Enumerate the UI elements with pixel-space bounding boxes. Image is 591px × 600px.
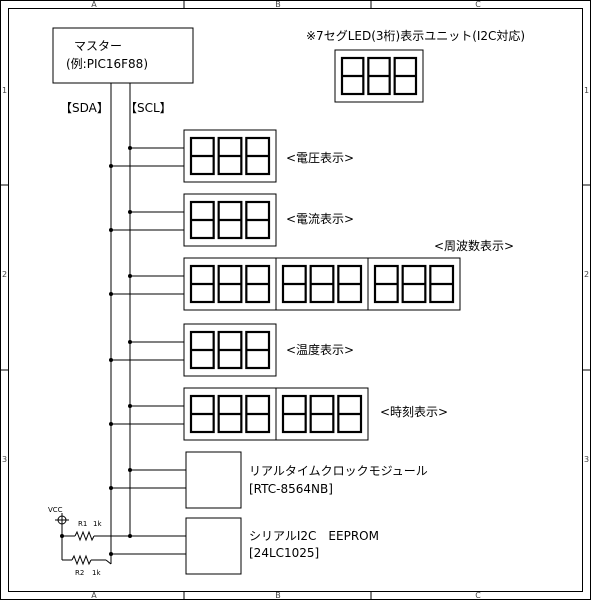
column-label-b-bottom: B [275,591,281,600]
sda-label: 【SDA】 [60,101,109,115]
column-label-a-top: A [91,0,97,9]
seven-segment-digit [309,264,335,304]
column-label-c-bottom: C [475,591,481,600]
scl-junction [128,340,132,344]
rtc-module-box [185,451,242,509]
master-example: (例:PIC16F88) [66,57,148,71]
r2-value: 1k [92,569,101,577]
row-label-1-right: 1 [584,86,589,95]
master-box [52,27,194,84]
r1-resistor [74,530,95,542]
column-label-b-top: B [275,0,281,9]
seven-segment-digit [337,394,363,434]
r1-ref: R1 [78,520,87,528]
sda-junction [109,422,113,426]
voltage-display-unit [183,129,277,183]
inner-frame [8,8,583,592]
seven-segment-digit [217,264,243,304]
row-label-3-left: 3 [2,455,7,464]
legend-led-unit [334,49,424,103]
frequency-display-unit [275,257,369,311]
label-frequency-display: <周波数表示> [434,238,514,253]
row-label-1-left: 1 [2,86,7,95]
seven-segment-digit [309,394,335,434]
seven-segment-digit [189,330,215,370]
column-label-c-top: C [475,0,481,9]
seven-segment-digit [245,200,271,240]
seven-segment-digit [217,394,243,434]
row-label-2-right: 2 [584,270,589,279]
r2-resistor [71,554,92,566]
sda-junction [109,164,113,168]
time-display-unit [183,387,277,441]
eeprom-name: シリアルI2C EEPROM [249,529,379,543]
seven-segment-digit [245,136,271,176]
sda-junction [109,228,113,232]
sda-junction [109,358,113,362]
seven-segment-digit [217,330,243,370]
scl-junction [128,468,132,472]
seven-segment-digit [245,330,271,370]
seven-segment-digit [189,200,215,240]
seven-segment-digit [367,56,391,96]
vcc-label: VCC [48,506,63,514]
label-voltage-display: <電圧表示> [286,151,354,165]
seven-segment-digit [217,136,243,176]
legend-digit-group [334,49,424,103]
current-display-unit [183,193,277,247]
row-label-3-right: 3 [584,455,589,464]
scl-junction [128,210,132,214]
row-label-2-left: 2 [2,270,7,279]
frequency-display-unit [183,257,277,311]
eeprom-box [185,517,242,575]
sda-junction [109,486,113,490]
seven-segment-digit [281,264,307,304]
seven-segment-digit [189,394,215,434]
seven-segment-digit [217,200,243,240]
seven-segment-digit [340,56,365,96]
master-name: マスター [74,39,122,53]
pullup-network [55,513,130,566]
scl-junction [128,146,132,150]
label-temperature-display: <温度表示> [286,342,354,357]
sda-junction [109,552,113,556]
scl-junction [128,404,132,408]
r1-value: 1k [93,520,102,528]
seven-segment-digit [245,264,271,304]
seven-segment-digit [337,264,363,304]
label-time-display: <時刻表示> [380,405,448,419]
unit-title: ※7セグLED(3桁)表示ユニット(I2C対応) [306,29,525,43]
label-current-display: <電流表示> [286,212,354,226]
temperature-display-unit [183,323,277,377]
seven-segment-digit [393,56,418,96]
sda-junction [109,292,113,296]
rtc-module-name: リアルタイムクロックモジュール [249,464,428,478]
time-display-unit [275,387,369,441]
seven-segment-digit [189,136,215,176]
seven-segment-digit [281,394,307,434]
seven-segment-digit [245,394,271,434]
seven-segment-digit [373,264,399,304]
seven-segment-digit [189,264,215,304]
display-units [183,129,461,441]
scl-label: 【SCL】 [125,101,172,115]
eeprom-part: [24LC1025] [249,546,319,560]
r2-ref: R2 [75,569,84,577]
seven-segment-digit [401,264,427,304]
rtc-module-part: [RTC-8564NB] [249,482,333,496]
scl-junction [128,274,132,278]
column-label-a-bottom: A [91,591,97,600]
seven-segment-digit [429,264,455,304]
frequency-display-unit [367,257,461,311]
